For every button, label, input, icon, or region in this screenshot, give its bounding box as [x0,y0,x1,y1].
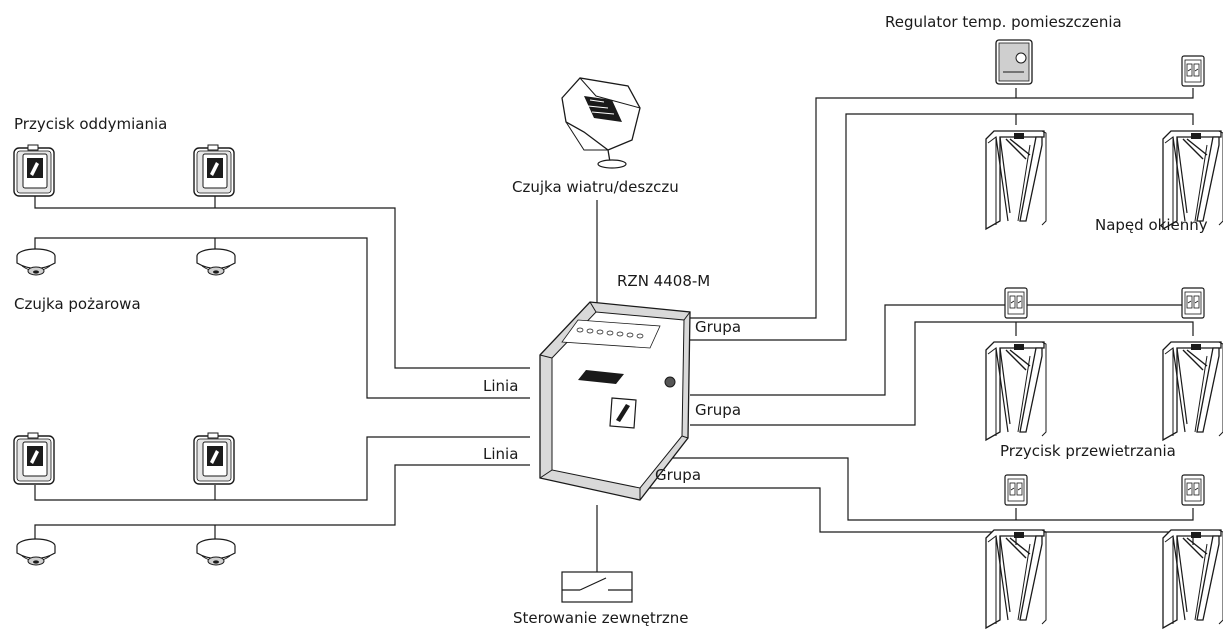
vent-button-icon [1181,55,1205,87]
wire-group-1-b [690,113,1194,341]
wire-line-bottom-a [34,436,530,501]
label-group-1: Grupa [695,318,741,336]
window-drive-icon [1162,341,1223,441]
wire-line-top-b [34,237,530,399]
wire-line-top-a [34,195,530,369]
window-drive-icon [985,341,1047,441]
vent-button-icon [1004,287,1028,319]
label-group-2: Grupa [695,401,741,419]
window-drive-icon [1162,130,1223,230]
smoke-button-icon [13,432,55,485]
label-window-drive: Napęd okienny [1095,216,1208,234]
fire-detector-icon [16,538,56,566]
wire-line-bottom-b [34,464,530,540]
smoke-button-icon [193,144,235,197]
smoke-button-icon [193,432,235,485]
label-group-3: Grupa [655,466,701,484]
fire-detector-icon [16,248,56,276]
label-vent-button: Przycisk przewietrzania [1000,442,1176,460]
wind-rain-sensor-icon [561,77,641,169]
label-fire-detector: Czujka pożarowa [14,295,141,313]
vent-button-icon [1004,474,1028,506]
vent-button-icon [1181,287,1205,319]
external-control-switch-icon [561,571,633,603]
fire-detector-icon [196,248,236,276]
wire-group-2-b [690,321,1194,426]
fire-detector-icon [196,538,236,566]
label-external-control: Sterowanie zewnętrzne [513,609,689,627]
window-drive-icon [985,130,1047,230]
wire-group-3-b [670,457,1194,521]
smoke-button-icon [13,144,55,197]
label-line-2: Linia [483,445,518,463]
label-controller: RZN 4408-M [617,272,710,290]
wire-group-1-a [690,88,1194,319]
label-wind-rain-sensor: Czujka wiatru/deszczu [512,178,679,196]
vent-button-icon [1181,474,1205,506]
room-regulator-icon [995,39,1033,85]
wire-group-3-a [628,487,1194,545]
label-room-regulator: Regulator temp. pomieszczenia [885,13,1122,31]
label-smoke-button: Przycisk oddymiania [14,115,167,133]
controller-rzn-icon [539,301,691,501]
label-line-1: Linia [483,377,518,395]
